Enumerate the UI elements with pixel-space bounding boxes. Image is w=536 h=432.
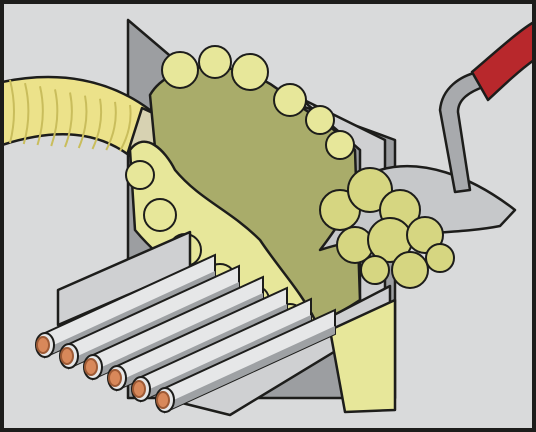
hose-ring <box>105 101 117 151</box>
trowel-insulation-puff <box>347 167 393 213</box>
trowel-insulation-puff <box>425 243 455 273</box>
hose-ring <box>36 86 44 146</box>
insulation-puff <box>325 130 355 160</box>
hose-ring <box>77 95 88 149</box>
hose-ring <box>22 82 30 145</box>
insulation-puff <box>273 83 307 117</box>
insulation-puff <box>161 51 199 89</box>
trowel-icon <box>318 20 536 289</box>
insulation-under-tray <box>328 298 397 414</box>
blowing-hose-icon <box>0 75 170 168</box>
copper-core <box>132 380 146 398</box>
copper-core <box>156 391 170 409</box>
insulation-puff <box>305 105 335 135</box>
hose-ring <box>64 92 73 148</box>
insulation-puff <box>143 198 177 232</box>
hose-ring <box>50 89 59 147</box>
insulation-puff <box>198 45 232 79</box>
hose-ring <box>9 79 15 144</box>
copper-core <box>60 347 74 365</box>
trowel-insulation-puffs <box>319 167 455 289</box>
insulation-puff <box>231 53 269 91</box>
copper-core <box>36 336 50 354</box>
hose-ring <box>91 98 103 150</box>
hose-rings <box>9 79 132 152</box>
copper-core <box>84 358 98 376</box>
trowel-insulation-puff <box>391 251 429 289</box>
copper-core <box>108 369 122 387</box>
trowel-insulation-puff <box>406 216 444 254</box>
hose-ring <box>119 104 132 152</box>
insulated-pipe <box>155 308 336 414</box>
insulated-pipe-bundle-icon <box>35 253 336 414</box>
trowel-insulation-puff <box>360 255 390 285</box>
pipe-shadow <box>165 326 335 412</box>
insulation-puff <box>125 160 155 190</box>
